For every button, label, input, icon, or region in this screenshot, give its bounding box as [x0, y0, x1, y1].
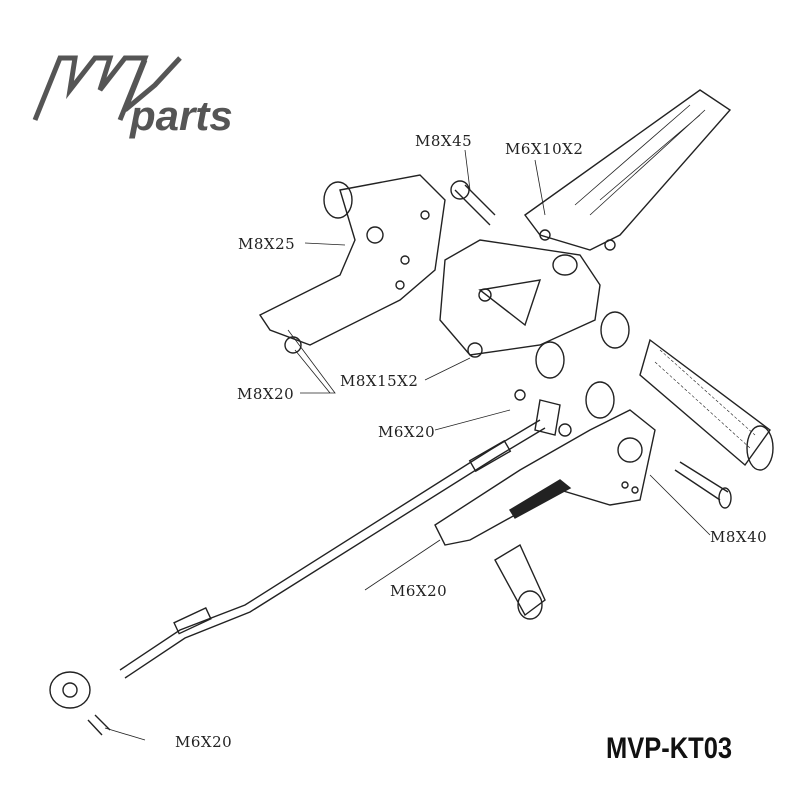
- label-m6x20-rod-end: M6X20: [175, 733, 233, 751]
- label-m8x40: M8X40: [710, 528, 768, 546]
- svg-text:parts: parts: [129, 92, 233, 139]
- label-m8x45: M8X45: [415, 132, 473, 150]
- label-m8x20: M8X20: [237, 385, 295, 403]
- label-m8x15x2: M8X15X2: [340, 372, 419, 390]
- mv-parts-logo: parts: [32, 55, 233, 139]
- product-code: MVP-KT03: [606, 732, 733, 765]
- label-m6x20-linkage: M6X20: [378, 423, 436, 441]
- label-m6x10x2: M6X10X2: [505, 140, 584, 158]
- label-m6x20-lever: M6X20: [390, 582, 448, 600]
- label-m8x25: M8X25: [238, 235, 296, 253]
